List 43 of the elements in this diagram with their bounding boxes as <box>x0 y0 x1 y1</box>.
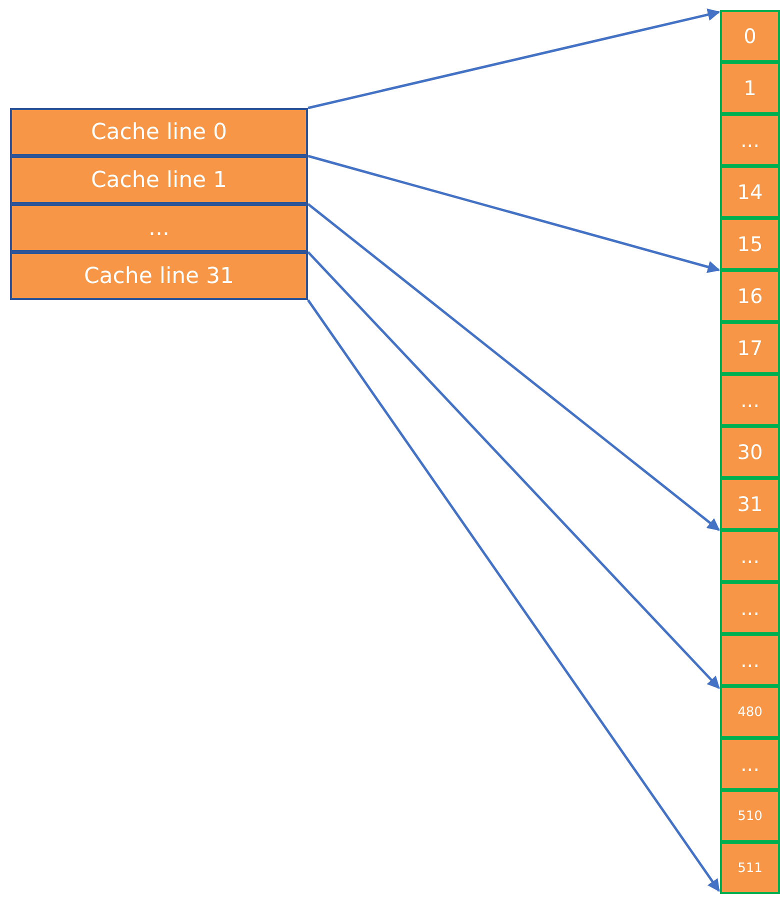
memory-block-cell <box>720 634 780 686</box>
arrow <box>308 154 720 274</box>
cell-label: 480 <box>738 704 762 720</box>
cell-label: ... <box>740 544 760 568</box>
cell-label: ... <box>740 596 760 620</box>
cell-label: 0 <box>744 24 756 48</box>
cell-label: Cache line 0 <box>90 120 228 144</box>
cell-label: 15 <box>737 232 763 256</box>
cell-label: 14 <box>737 180 763 204</box>
cell-label: 16 <box>737 284 763 308</box>
memory-block-cell <box>720 530 780 582</box>
cell-label: Cache line 1 <box>90 168 228 192</box>
memory-block-cell <box>720 114 780 166</box>
arrow <box>306 299 720 892</box>
cell-label: ... <box>148 216 170 240</box>
memory-block-cell <box>720 426 780 478</box>
cell-label: ... <box>740 648 760 672</box>
cell-label: Cache line 31 <box>84 264 234 288</box>
memory-block-cell <box>720 582 780 634</box>
arrow <box>307 251 720 689</box>
cell-label: ... <box>740 388 760 412</box>
memory-block-cell <box>720 842 780 894</box>
memory-block-cell <box>720 322 780 374</box>
cell-label: 1 <box>744 76 756 100</box>
memory-block-cell <box>720 270 780 322</box>
memory-block-cell <box>720 62 780 114</box>
cell-label: 17 <box>737 336 763 360</box>
cell-label: 31 <box>737 492 763 516</box>
cell-label: 510 <box>738 808 762 824</box>
arrow <box>307 203 720 531</box>
cell-label: 511 <box>738 860 762 876</box>
memory-block-cell <box>720 166 780 218</box>
cell-label: ... <box>740 128 760 152</box>
cell-label: ... <box>740 752 760 776</box>
memory-block-cell <box>720 478 780 530</box>
memory-block-cell <box>720 738 780 790</box>
arrow <box>308 8 720 110</box>
memory-block-cell <box>720 686 780 738</box>
memory-block-cell <box>720 790 780 842</box>
cell-label: 30 <box>737 440 763 464</box>
memory-block-cell <box>720 218 780 270</box>
memory-block-cell <box>720 10 780 62</box>
memory-block-cell <box>720 374 780 426</box>
